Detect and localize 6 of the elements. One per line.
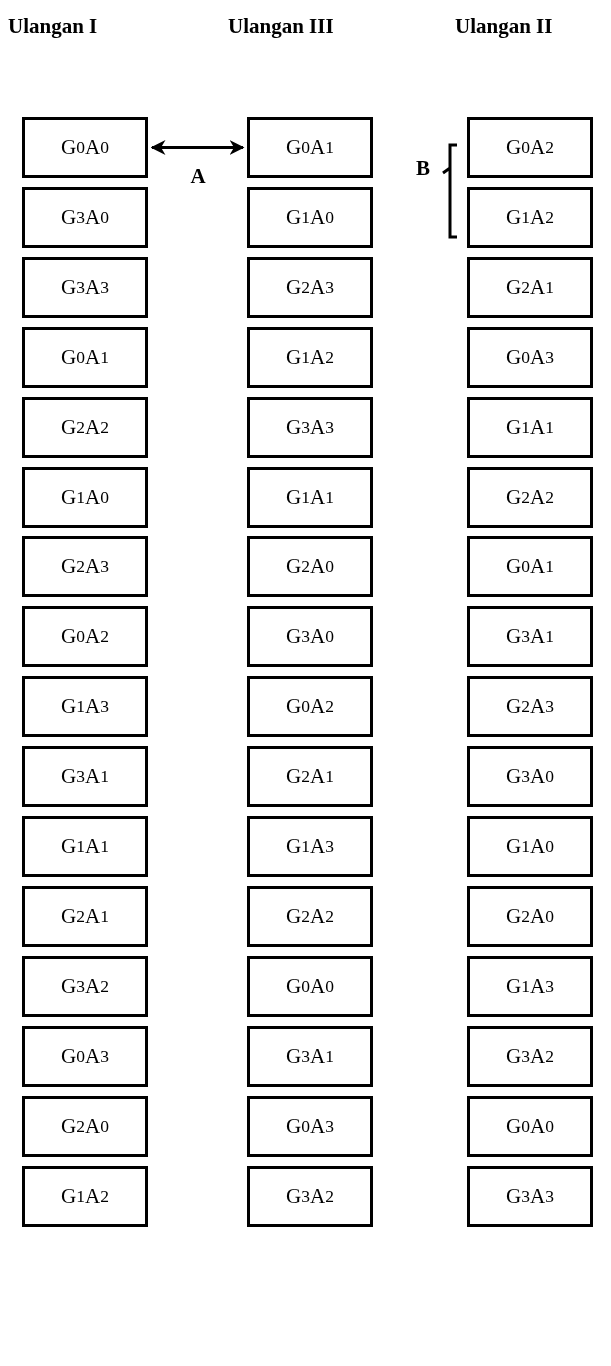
double-arrow (150, 140, 245, 155)
column-heading: Ulangan I (8, 14, 98, 39)
column-heading: Ulangan III (228, 14, 334, 39)
edge-label: A (190, 163, 206, 189)
column-heading: Ulangan II (455, 14, 553, 39)
bracket-label: B (416, 156, 430, 181)
